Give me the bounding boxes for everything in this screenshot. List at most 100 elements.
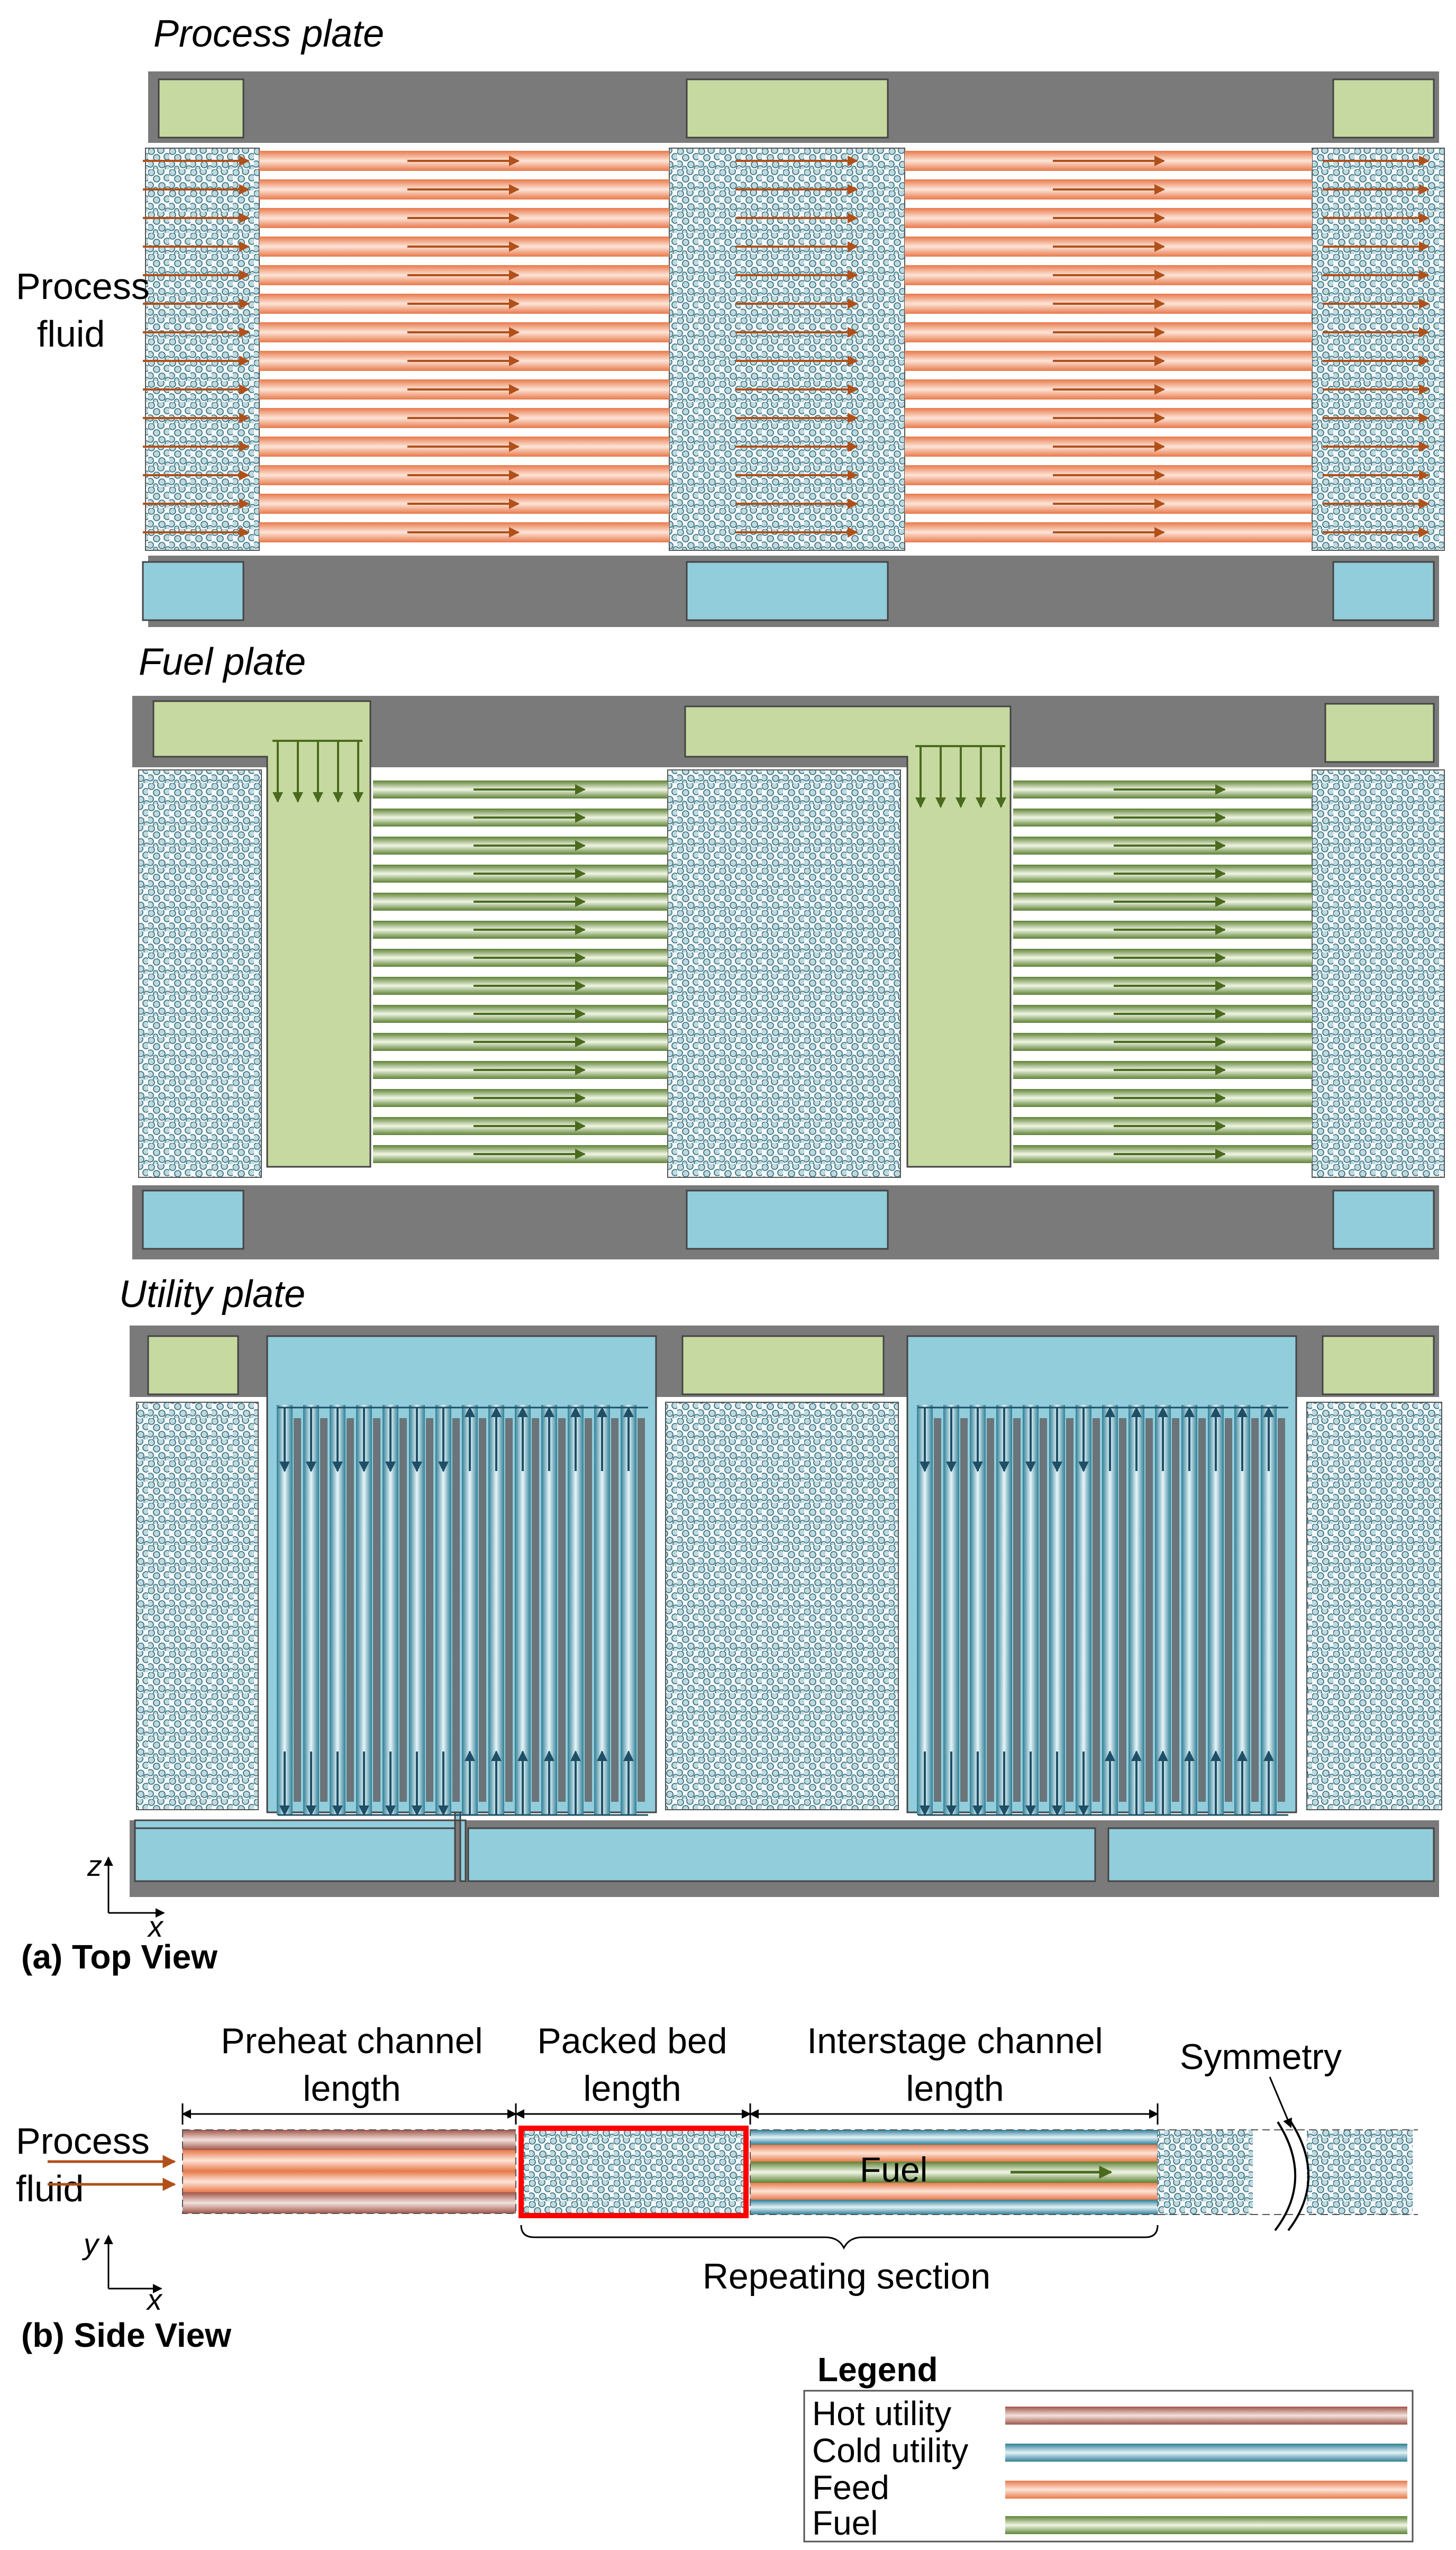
- utility-channel-wall: [399, 1418, 407, 1802]
- axis-y-label: y: [81, 2227, 100, 2261]
- utility-channel-wall: [1278, 1418, 1285, 1802]
- utility-plate-title: Utility plate: [119, 1273, 305, 1315]
- packed-bed-label: length: [583, 2068, 681, 2109]
- utility-channel-wall: [934, 1418, 941, 1802]
- interstage-label: Interstage channel: [807, 2021, 1103, 2061]
- manifold-green: [1332, 78, 1435, 139]
- side-process-fluid-label: Process: [16, 2120, 150, 2162]
- utility-channel: [409, 1405, 425, 1815]
- utility-channel: [303, 1405, 319, 1815]
- utility-channel: [1129, 1405, 1144, 1815]
- utility-channel: [594, 1405, 610, 1815]
- utility-channel: [970, 1405, 986, 1815]
- legend-title: Legend: [817, 2351, 938, 2389]
- packed-bed: [669, 148, 905, 551]
- utility-channel: [1102, 1405, 1118, 1815]
- utility-channel: [462, 1405, 478, 1815]
- utility-channel-wall: [558, 1418, 566, 1802]
- utility-channel-wall: [1198, 1418, 1206, 1802]
- utility-bottom-duct: [467, 1827, 1096, 1882]
- symmetry-bed: [1307, 2130, 1413, 2215]
- utility-channel-wall: [1040, 1418, 1047, 1802]
- manifold-green: [1322, 1335, 1435, 1395]
- process-plate: Process plate: [142, 13, 1445, 627]
- utility-channels: [277, 1405, 1285, 1815]
- utility-channel-wall: [1013, 1418, 1021, 1802]
- axis-x-label: x: [147, 1910, 164, 1943]
- utility-channel-wall: [1093, 1418, 1100, 1802]
- interstage-label: length: [906, 2068, 1004, 2109]
- utility-channel-wall: [426, 1418, 433, 1802]
- legend-label-hot-utility: Hot utility: [812, 2394, 951, 2433]
- fuel-flow-arrows: [272, 740, 1226, 1159]
- utility-channel: [621, 1405, 636, 1815]
- packed-bed: [665, 1402, 899, 1810]
- legend-swatch-feed: [1005, 2481, 1407, 2499]
- symmetry-break-line: [1287, 2121, 1310, 2231]
- packed-bed: [1312, 148, 1445, 551]
- packed-bed: [145, 148, 260, 551]
- symmetry-label: Symmetry: [1180, 2037, 1342, 2077]
- utility-channel: [488, 1405, 504, 1815]
- legend-swatch-fuel: [1005, 2516, 1407, 2534]
- packed-bed: [1312, 769, 1445, 1178]
- utility-channel: [541, 1405, 557, 1815]
- legend-swatch-cold-utility: [1005, 2444, 1407, 2462]
- repeating-section-label: Repeating section: [703, 2256, 990, 2297]
- utility-channel-wall: [638, 1418, 645, 1802]
- utility-channel: [1208, 1405, 1224, 1815]
- process-fluid-label: fluid: [37, 313, 105, 355]
- utility-channel-wall: [452, 1418, 460, 1802]
- utility-channel-wall: [987, 1418, 994, 1802]
- legend-label-cold-utility: Cold utility: [812, 2431, 968, 2470]
- packed-bed: [138, 769, 262, 1178]
- utility-channel: [917, 1405, 933, 1815]
- utility-channel-wall: [320, 1418, 327, 1802]
- utility-channel: [515, 1405, 531, 1815]
- utility-channel: [943, 1405, 959, 1815]
- utility-channel: [1049, 1405, 1065, 1815]
- manifold-blue: [686, 561, 889, 621]
- preheat-label: Preheat channel: [221, 2021, 483, 2061]
- utility-channel-wall: [479, 1418, 486, 1802]
- utility-channel-wall: [1172, 1418, 1179, 1802]
- packed-bed: [1306, 1402, 1442, 1810]
- legend-swatch-hot-utility: [1005, 2407, 1407, 2425]
- utility-channel-wall: [1145, 1418, 1153, 1802]
- manifold-green: [147, 1335, 239, 1395]
- legend-label-fuel: Fuel: [812, 2504, 878, 2542]
- utility-channel-wall: [960, 1418, 968, 1802]
- utility-channel-wall: [1066, 1418, 1073, 1802]
- feed-flow-arrows: [143, 156, 1430, 538]
- utility-channel-wall: [1225, 1418, 1232, 1802]
- utility-bottom-duct: [1107, 1827, 1435, 1882]
- manifold-blue: [142, 1190, 244, 1250]
- utility-channel-wall: [505, 1418, 513, 1802]
- utility-plate: Utility plate: [119, 1273, 1442, 1897]
- manifold-blue: [1332, 1190, 1435, 1250]
- top-view-caption: (a) Top View: [21, 1938, 217, 1976]
- process-fluid-label: Process: [16, 266, 150, 307]
- manifold-blue: [142, 561, 244, 621]
- utility-bottom-duct: [134, 1827, 456, 1882]
- utility-channel-wall: [532, 1418, 539, 1802]
- fuel-plate-title: Fuel plate: [139, 641, 306, 683]
- utility-channel: [568, 1405, 584, 1815]
- utility-channel: [330, 1405, 345, 1815]
- side-process-fluid-label: fluid: [16, 2168, 84, 2209]
- utility-channel: [277, 1405, 293, 1815]
- fuel-label: Fuel: [860, 2150, 927, 2189]
- symmetry-bed: [1158, 2130, 1253, 2215]
- manifold-blue: [1332, 561, 1435, 621]
- packed-bed: [667, 769, 901, 1178]
- symmetry-break-line: [1274, 2121, 1297, 2231]
- preheat-channel: [182, 2129, 516, 2214]
- utility-channel: [435, 1405, 451, 1815]
- manifold-green: [681, 1335, 885, 1395]
- legend: Legend Hot utility Cold utility Feed Fue…: [803, 2351, 1414, 2543]
- utility-channel-wall: [1119, 1418, 1126, 1802]
- top-view-axis: z x: [87, 1849, 165, 1943]
- axis-x-label: x: [145, 2283, 163, 2316]
- side-view: Preheat channel length Packed bed length…: [16, 2021, 1418, 2354]
- side-view-axis: y x: [81, 2227, 163, 2316]
